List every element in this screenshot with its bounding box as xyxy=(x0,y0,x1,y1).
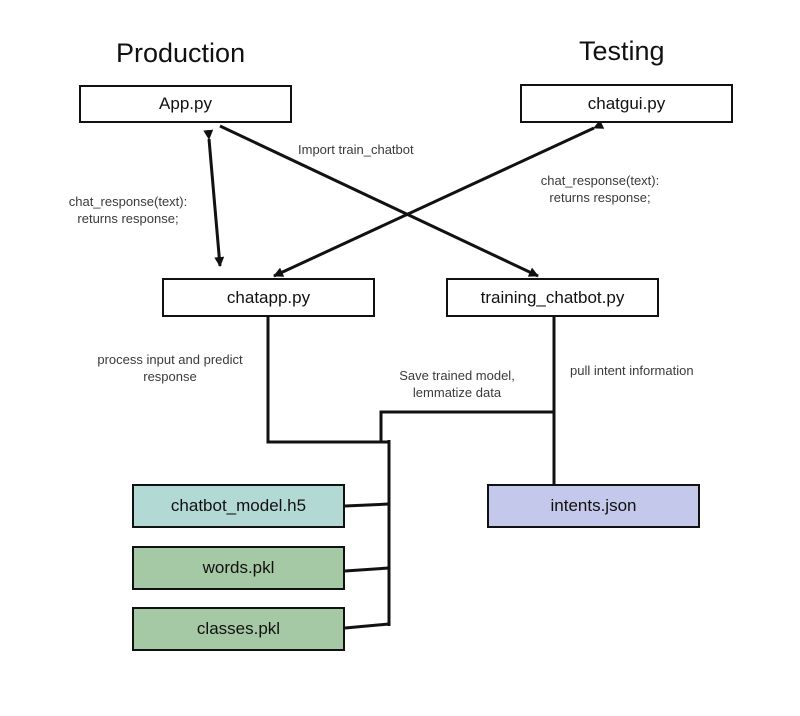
label-save-trained-model: Save trained model, lemmatize data xyxy=(387,367,527,401)
label-chat-response-left-line-1: chat_response(text): xyxy=(68,194,188,209)
arrow-chatgui-chatapp xyxy=(273,119,605,278)
connector-training-bus xyxy=(379,410,554,442)
label-process-input-line-2: response xyxy=(143,369,197,384)
label-chat-response-right-line-2: returns response; xyxy=(549,190,651,205)
node-training-chatbot-py: training_chatbot.py xyxy=(446,278,659,317)
label-chat-response-left: chat_response(text): returns response; xyxy=(58,193,198,227)
label-save-trained-model-line-2: lemmatize data xyxy=(412,385,502,400)
label-chat-response-right-line-1: chat_response(text): xyxy=(540,173,660,188)
node-words-pkl: words.pkl xyxy=(132,546,345,590)
node-chatbot-model-h5: chatbot_model.h5 xyxy=(132,484,345,528)
node-chatgui-py: chatgui.py xyxy=(520,84,733,123)
label-chat-response-left-line-2: returns response; xyxy=(77,211,179,226)
connector-bus-model xyxy=(344,502,390,508)
arrow-app-chatapp xyxy=(203,129,225,267)
label-pull-intent-information: pull intent information xyxy=(570,363,694,378)
connector-bus-words xyxy=(344,566,390,573)
label-save-trained-model-line-1: Save trained model, xyxy=(399,368,515,383)
label-process-input-line-1: process input and predict xyxy=(97,352,243,367)
connector-bus-classes xyxy=(344,622,390,630)
label-import-train-chatbot: Import train_chatbot xyxy=(298,142,414,157)
node-classes-pkl: classes.pkl xyxy=(132,607,345,651)
node-chatapp-py: chatapp.py xyxy=(162,278,375,317)
label-process-input: process input and predict response xyxy=(80,351,260,385)
connector-chatapp-bus xyxy=(266,317,389,444)
node-intents-json: intents.json xyxy=(487,484,700,528)
node-app-py: App.py xyxy=(79,85,292,123)
heading-production: Production xyxy=(116,38,246,68)
heading-testing: Testing xyxy=(579,36,665,66)
label-chat-response-right: chat_response(text): returns response; xyxy=(530,172,670,206)
